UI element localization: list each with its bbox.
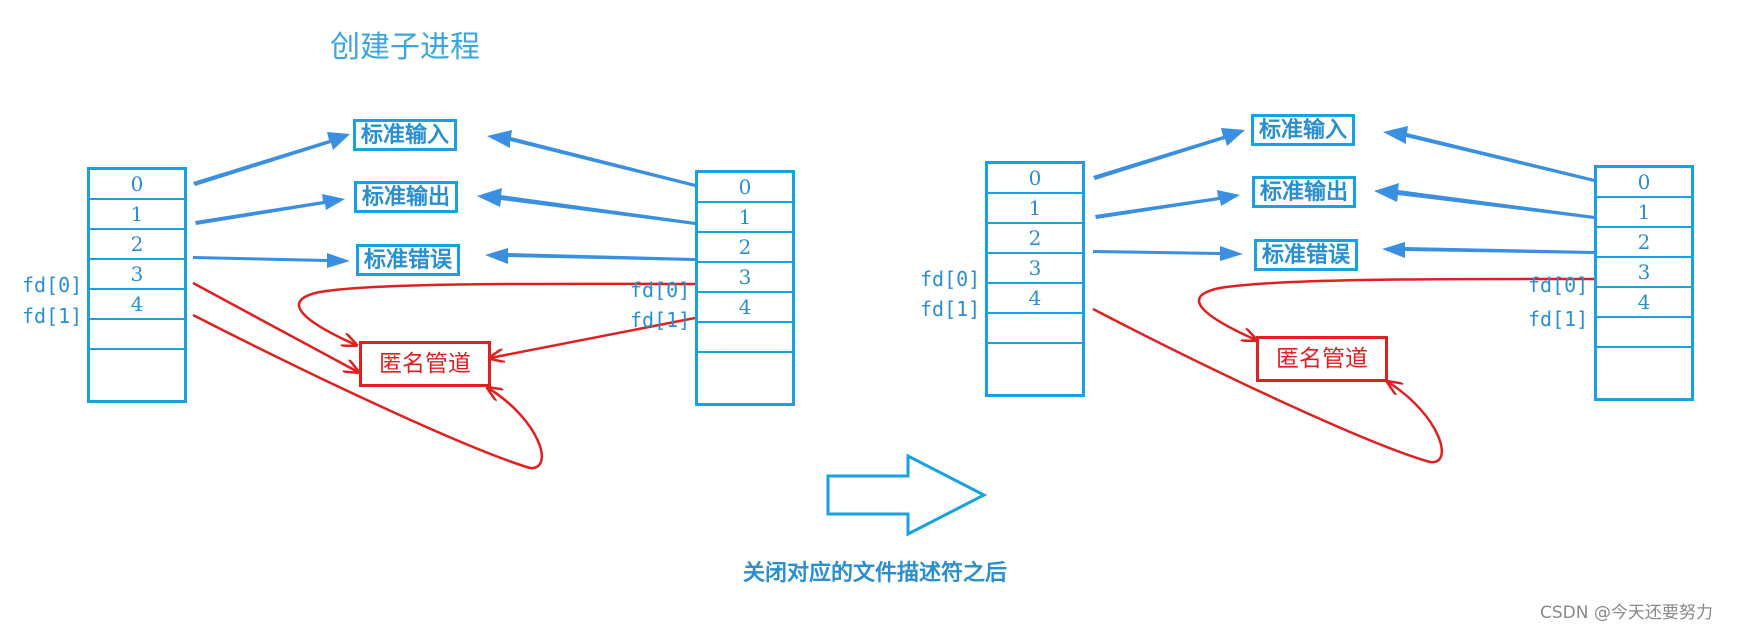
arrow-parent-0-stdin-after	[1093, 128, 1245, 180]
parent-fd-table: 0 1 2 3 4	[87, 167, 187, 403]
parent-fd-table-after: 0 1 2 3 4	[985, 161, 1085, 397]
stderr-box-after: 标准错误	[1254, 239, 1359, 271]
fd-cell-0: 0	[698, 173, 792, 203]
child-fd1-label-after: fd[1]	[1528, 307, 1589, 331]
stdin-box-after: 标准输入	[1251, 114, 1356, 146]
fd-cell-2: 2	[988, 224, 1082, 254]
fd-cell-1: 1	[90, 200, 184, 230]
fd-cell-1: 1	[1597, 198, 1691, 228]
red-line-child-fd3-loop-after	[1197, 277, 1595, 340]
red-line-child-fd4-pipe	[490, 316, 696, 358]
child-fd0-label: fd[0]	[630, 278, 691, 302]
arrow-child-2-stderr-after	[1382, 242, 1594, 258]
arrow-parent-1-stdout	[195, 194, 345, 225]
parent-fd1-label: fd[1]	[22, 304, 83, 328]
fd-cell-6	[1597, 348, 1691, 378]
stdout-box: 标准输出	[354, 181, 459, 213]
arrow-child-0-stdin-after	[1383, 126, 1595, 182]
arrow-parent-2-stderr	[193, 253, 350, 268]
caption: 关闭对应的文件描述符之后	[743, 560, 1008, 586]
red-line-parent-fd3-pipe	[192, 281, 358, 372]
child-fd-table-after: 0 1 2 3 4	[1594, 165, 1694, 401]
fd-cell-3: 3	[90, 260, 184, 290]
fd-cell-2: 2	[1597, 228, 1691, 258]
red-line-parent-fd4-loop	[192, 313, 544, 470]
arrow-child-2-stderr	[485, 248, 695, 264]
fd-cell-2: 2	[698, 233, 792, 263]
stdout-box-after: 标准输出	[1252, 176, 1357, 208]
fd-cell-0: 0	[988, 164, 1082, 194]
fd-cell-0: 0	[90, 170, 184, 200]
fd-cell-5	[90, 320, 184, 350]
child-fd0-label-after: fd[0]	[1528, 273, 1589, 297]
red-line-child-fd3-loop	[297, 282, 696, 345]
fd-cell-3: 3	[698, 263, 792, 293]
fd-cell-5	[988, 314, 1082, 344]
stdin-box: 标准输入	[353, 119, 458, 151]
fd-cell-3: 3	[988, 254, 1082, 284]
anonymous-pipe-box: 匿名管道	[359, 341, 491, 387]
red-line-parent-fd4-loop-after	[1092, 307, 1444, 464]
fd-cell-6	[698, 353, 792, 383]
child-fd-table: 0 1 2 3 4	[695, 170, 795, 406]
arrow-parent-1-stdout-after	[1095, 190, 1240, 219]
fd-cell-5	[1597, 318, 1691, 348]
fd-cell-5	[698, 323, 792, 353]
fd-cell-4: 4	[1597, 288, 1691, 318]
fd-cell-4: 4	[988, 284, 1082, 314]
arrow-parent-2-stderr-after	[1093, 246, 1243, 261]
anonymous-pipe-box-after: 匿名管道	[1256, 336, 1388, 382]
arrow-parent-0-stdin	[193, 132, 350, 186]
fd-cell-3: 3	[1597, 258, 1691, 288]
fd-cell-4: 4	[698, 293, 792, 323]
fd-cell-6	[988, 344, 1082, 374]
fd-cell-0: 0	[1597, 168, 1691, 198]
arrow-child-0-stdin	[487, 130, 696, 187]
fd-cell-1: 1	[698, 203, 792, 233]
stderr-box: 标准错误	[356, 244, 461, 276]
fd-cell-2: 2	[90, 230, 184, 260]
child-fd1-label: fd[1]	[630, 308, 691, 332]
arrow-child-1-stdout-after	[1374, 183, 1595, 219]
transition-arrow	[826, 453, 988, 537]
fd-cell-4: 4	[90, 290, 184, 320]
parent-fd0-label-after: fd[0]	[920, 267, 981, 291]
page-title: 创建子进程	[330, 30, 480, 65]
fd-cell-1: 1	[988, 194, 1082, 224]
parent-fd1-label-after: fd[1]	[920, 297, 981, 321]
arrow-child-1-stdout	[477, 188, 696, 225]
parent-fd0-label: fd[0]	[22, 273, 83, 297]
fd-cell-6	[90, 350, 184, 380]
watermark: CSDN @今天还要努力	[1540, 603, 1713, 623]
